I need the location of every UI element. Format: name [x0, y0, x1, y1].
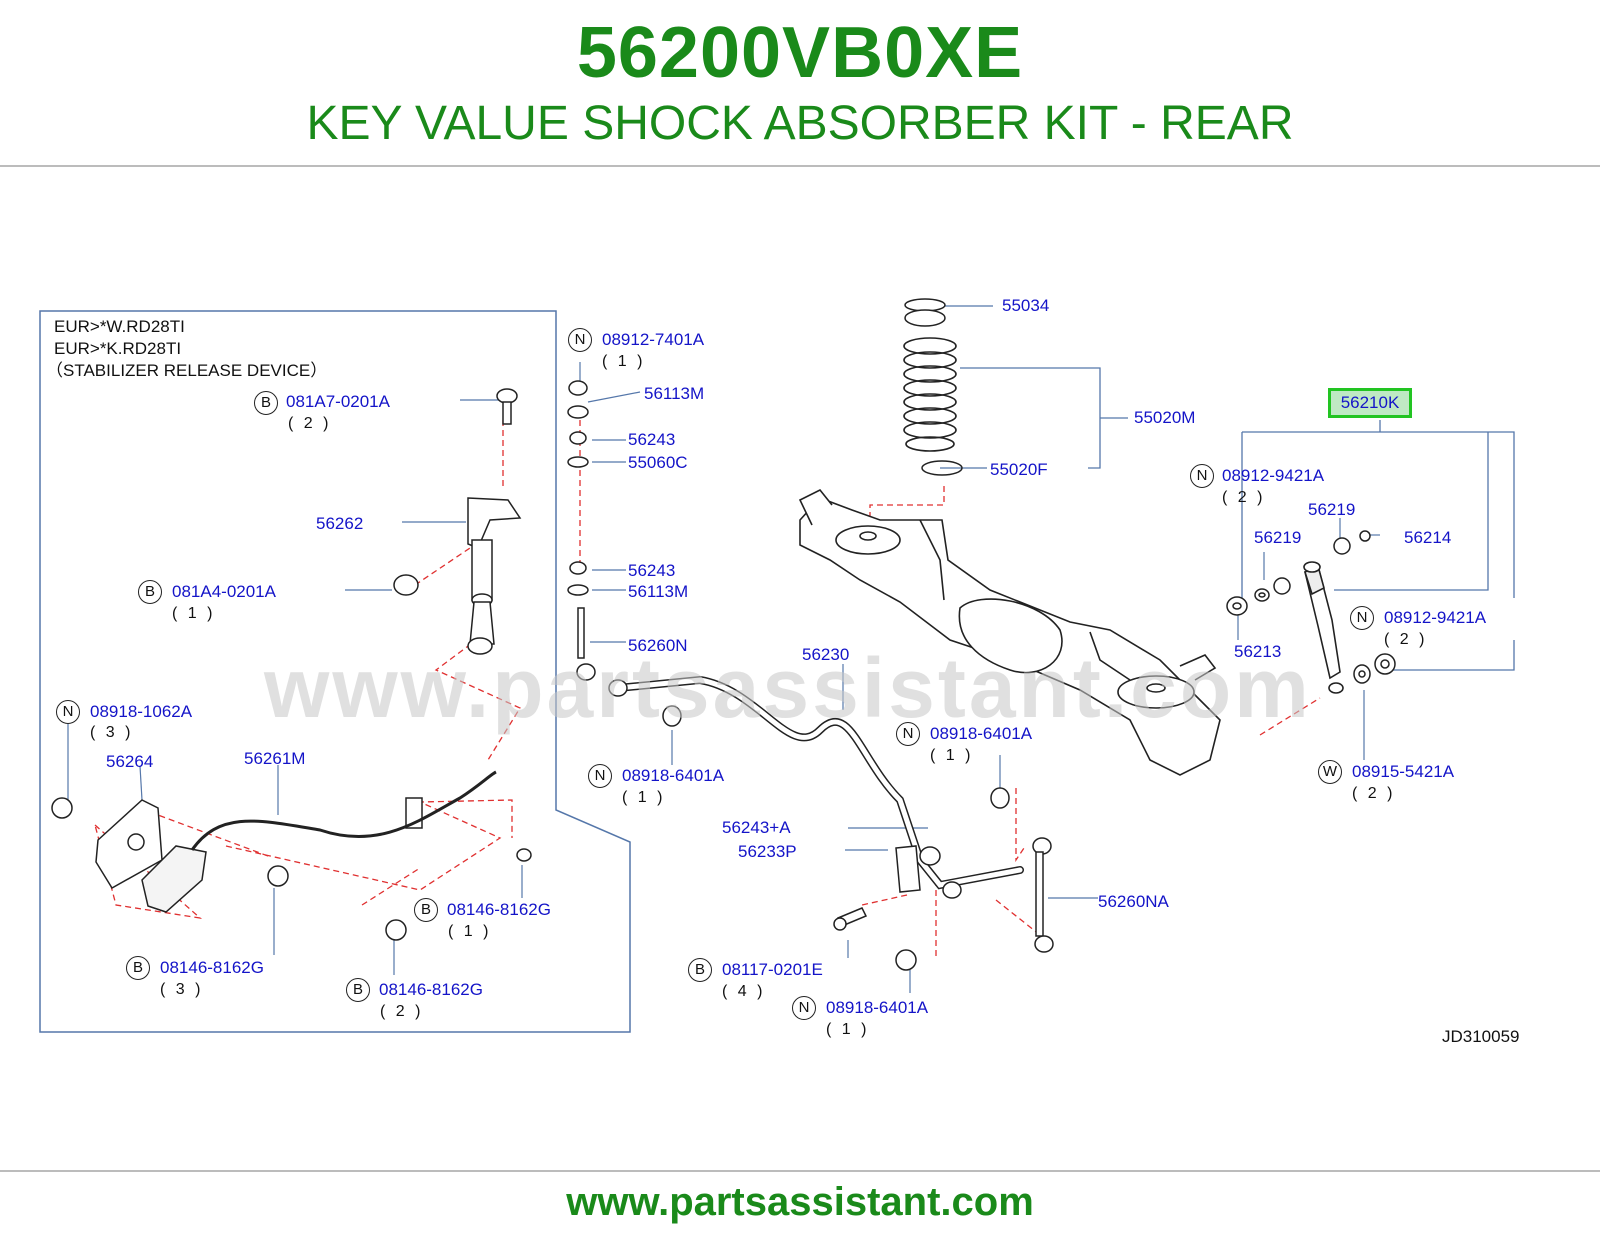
- callout-qty: ( 4 ): [722, 983, 766, 1000]
- release-cable-56261m: [190, 770, 497, 851]
- callout-prefix: B: [346, 978, 370, 1002]
- callout-part[interactable]: 55034: [1002, 296, 1050, 315]
- callout-prefix: B: [414, 898, 438, 922]
- callout-qty: ( 3 ): [90, 724, 134, 741]
- callout-part[interactable]: 56219: [1254, 528, 1302, 547]
- callout-qty: ( 2 ): [1352, 785, 1396, 802]
- inset-note-3: （STABILIZER RELEASE DEVICE）: [46, 361, 328, 380]
- callout-part[interactable]: 08918-6401A: [826, 998, 929, 1017]
- footer-divider: [0, 1170, 1600, 1172]
- callout-part[interactable]: 56243+A: [722, 818, 791, 837]
- callout-prefix: B: [138, 580, 162, 604]
- watermark: www.partsassistant.com: [264, 641, 1312, 735]
- callout-part[interactable]: 08146-8162G: [447, 900, 551, 919]
- callout-part[interactable]: 56260NA: [1098, 892, 1169, 911]
- callout-prefix: N: [1190, 464, 1214, 488]
- shock-absorber-56210k: [1303, 561, 1344, 694]
- callout-part[interactable]: 56230: [802, 645, 850, 664]
- callout-part[interactable]: 56264: [106, 752, 154, 771]
- coil-spring-55020m: [903, 337, 957, 452]
- bracket-56210k: [1241, 420, 1515, 671]
- callout-part[interactable]: 56233P: [738, 842, 797, 861]
- callout-qty: ( 3 ): [160, 981, 204, 998]
- callout-part[interactable]: 56219: [1308, 500, 1356, 519]
- rear-axle-housing: [798, 488, 1221, 776]
- callout-prefix: N: [896, 722, 920, 746]
- spring-ring-55020f: [921, 460, 963, 476]
- callout-part[interactable]: 08146-8162G: [379, 980, 483, 999]
- callout-part[interactable]: 55060C: [628, 453, 688, 472]
- callout-part[interactable]: 081A4-0201A: [172, 582, 276, 601]
- callout-part[interactable]: 56214: [1404, 528, 1452, 547]
- inset-note-1: EUR>*W.RD28TI: [54, 317, 185, 336]
- callout-qty: ( 2 ): [1222, 489, 1266, 506]
- callout-part[interactable]: 08918-6401A: [622, 766, 725, 785]
- bracket-55020m: [960, 367, 1128, 469]
- callout-part[interactable]: 08918-6401A: [930, 724, 1033, 743]
- callout-part[interactable]: 08146-8162G: [160, 958, 264, 977]
- page-header: 56200VB0XE KEY VALUE SHOCK ABSORBER KIT …: [0, 0, 1600, 172]
- callout-qty: ( 1 ): [602, 353, 646, 370]
- header-divider: [0, 165, 1600, 167]
- callout-prefix: N: [56, 700, 80, 724]
- callout-prefix: N: [1350, 606, 1374, 630]
- callout-part[interactable]: 08915-5421A: [1352, 762, 1455, 781]
- highlighted-part-56210k[interactable]: 56210K: [1328, 388, 1412, 418]
- callout-qty: ( 1 ): [172, 605, 216, 622]
- callout-qty: ( 2 ): [1384, 631, 1428, 648]
- stabilizer-link-56260n: [576, 607, 682, 727]
- callout-prefix: B: [254, 391, 278, 415]
- diagram-code: JD310059: [1442, 1027, 1520, 1046]
- callout-qty: ( 2 ): [288, 415, 332, 432]
- callout-qty: ( 1 ): [622, 789, 666, 806]
- callout-part[interactable]: 56243: [628, 430, 676, 449]
- callout-part[interactable]: 55020F: [990, 460, 1048, 479]
- callout-prefix: B: [688, 958, 712, 982]
- part-number-title: 56200VB0XE: [576, 13, 1024, 93]
- link-bushing-stack: [567, 380, 589, 596]
- callout-part[interactable]: 56243: [628, 561, 676, 580]
- callout-prefix: W: [1318, 760, 1342, 784]
- callout-part[interactable]: 08912-9421A: [1384, 608, 1487, 627]
- callout-part[interactable]: 08918-1062A: [90, 702, 193, 721]
- release-actuator-bracket: [51, 797, 532, 941]
- callout-qty: ( 1 ): [930, 747, 974, 764]
- callout-part[interactable]: 56113M: [644, 384, 705, 403]
- callout-prefix: N: [792, 996, 816, 1020]
- inset-box-outline: [39, 310, 631, 1033]
- callout-qty: ( 1 ): [826, 1021, 870, 1038]
- part-description: KEY VALUE SHOCK ABSORBER KIT - REAR: [306, 97, 1294, 150]
- callout-part[interactable]: 56262: [316, 514, 364, 533]
- footer-url[interactable]: www.partsassistant.com: [566, 1180, 1034, 1224]
- callout-part[interactable]: 56261M: [244, 749, 306, 768]
- callout-part[interactable]: 08912-9421A: [1222, 466, 1325, 485]
- shock-bushings: [1226, 530, 1396, 684]
- callout-prefix: N: [588, 764, 612, 788]
- spring-seat-55034: [904, 298, 946, 327]
- callout-part[interactable]: 08117-0201E: [722, 960, 823, 979]
- callout-part[interactable]: 08912-7401A: [602, 330, 705, 349]
- callout-prefix: N: [568, 328, 592, 352]
- inset-note-2: EUR>*K.RD28TI: [54, 339, 182, 358]
- callout-part[interactable]: 56213: [1234, 642, 1282, 661]
- callout-part[interactable]: 081A7-0201A: [286, 392, 390, 411]
- callout-part[interactable]: 55020M: [1134, 408, 1196, 427]
- stabilizer-clamp-56233p: [833, 845, 941, 971]
- callout-prefix: B: [126, 956, 150, 980]
- callout-qty: ( 2 ): [380, 1003, 424, 1020]
- callout-qty: ( 1 ): [448, 923, 492, 940]
- callout-part[interactable]: 56113M: [628, 582, 689, 601]
- stabilizer-link-56260na: [942, 787, 1054, 953]
- callout-part[interactable]: 56260N: [628, 636, 688, 655]
- release-cylinder-56262: [393, 388, 522, 655]
